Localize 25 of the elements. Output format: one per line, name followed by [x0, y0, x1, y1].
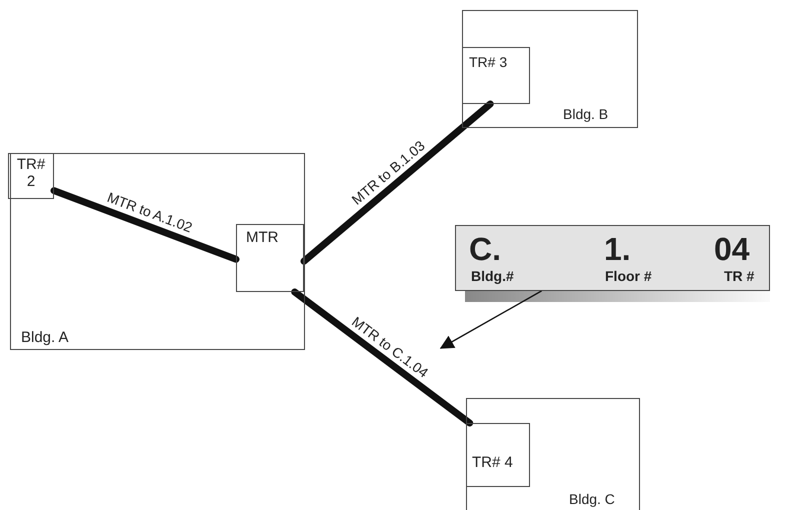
room-box: [466, 423, 530, 487]
building-label: Bldg. B: [563, 107, 608, 122]
room-box: [236, 224, 304, 292]
code-value: C.: [469, 232, 501, 268]
code-value: 1.: [604, 232, 631, 268]
room-label: TR# 2: [16, 157, 46, 190]
building-outline: [10, 153, 305, 350]
room-label: MTR: [246, 230, 278, 246]
cable-line: [291, 288, 474, 426]
code-value: 04: [714, 232, 750, 268]
cable-line: [300, 100, 494, 265]
building-outline: [466, 398, 640, 510]
building-label: Bldg. A: [21, 330, 69, 346]
building-outline: [462, 10, 638, 128]
code-field-label: Bldg.#: [471, 269, 514, 284]
code-panel: [455, 225, 770, 291]
code-field-label: TR #: [724, 269, 754, 284]
room-label: TR# 3: [469, 55, 508, 70]
room-box: [462, 47, 530, 104]
room-label: TR# 4: [472, 455, 513, 472]
cable-line: [50, 187, 240, 263]
leader-arrow: [440, 290, 542, 349]
room-box: [8, 153, 54, 199]
code-field-label: Floor #: [605, 269, 652, 284]
building-label: Bldg. C: [569, 492, 615, 508]
